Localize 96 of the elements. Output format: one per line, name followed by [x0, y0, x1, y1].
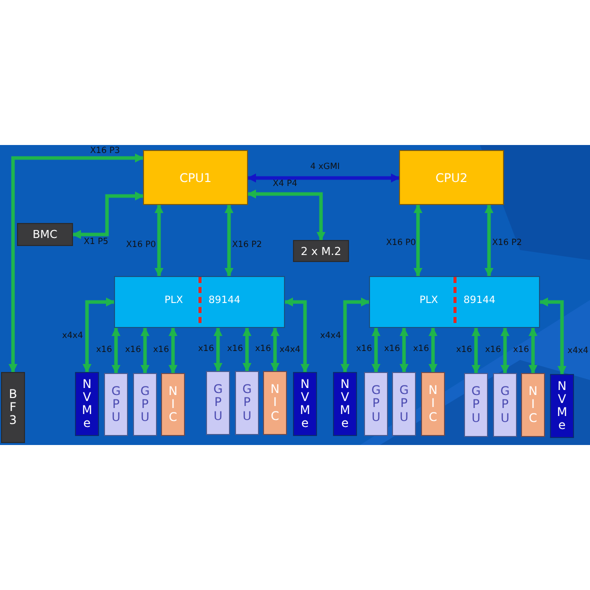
edge-label: x16 [227, 344, 243, 353]
connector-arrow [72, 192, 144, 239]
edge-label: x16 [255, 344, 271, 353]
connector-arrow [528, 327, 538, 374]
edge-label: x16 [456, 346, 472, 354]
node-label: BMC [32, 228, 58, 241]
edge-label: x16 [125, 346, 141, 354]
switch-label: 89144 [208, 295, 240, 306]
nic-box [263, 371, 287, 435]
edge-label: X16 P2 [232, 241, 262, 250]
edge-label: x16 [413, 345, 429, 354]
component-box [17, 223, 73, 246]
node-label: GPU [500, 385, 510, 425]
connector-arrow [242, 327, 252, 372]
node-label: NIC [168, 384, 178, 424]
connector-arrow [112, 327, 120, 374]
edge-label: X1 P5 [84, 238, 108, 246]
switch-box [369, 276, 540, 328]
switch-label: 89144 [464, 295, 496, 306]
edge-label: x16 [356, 345, 372, 354]
edge-label: x16 [384, 345, 400, 354]
switch-label: PLX [164, 295, 183, 306]
nic-box [421, 372, 445, 436]
edge-label: x4x4 [568, 347, 588, 356]
edge-label: x4x4 [280, 346, 300, 354]
nic-box [521, 373, 545, 437]
node-label: NVMe [300, 378, 310, 430]
nvme-box [333, 372, 357, 436]
gpu-box [133, 373, 157, 436]
edge-label: X16 P0 [126, 241, 156, 250]
edge-label: x16 [96, 346, 112, 354]
connector-arrow [500, 327, 510, 374]
connector-arrow [400, 327, 408, 373]
node-label: GPU [470, 385, 482, 425]
gpu-box [206, 371, 230, 435]
connector-arrow [472, 327, 480, 374]
node-label: GPU [370, 384, 382, 424]
connector-arrow [247, 174, 400, 182]
gpu-box [104, 373, 128, 436]
edge-label: X16 P3 [90, 147, 120, 156]
connector-arrow [214, 327, 222, 372]
connector-arrow [154, 204, 164, 277]
edge-label: x16 [198, 344, 214, 353]
edge-label: x16 [485, 346, 501, 354]
gpu-box [392, 372, 416, 436]
node-label: NIC [528, 385, 538, 425]
node-label: GPU [398, 384, 410, 424]
connector-arrow [8, 154, 144, 373]
connector-arrow [168, 327, 178, 374]
edge-label: 4 xGMI [310, 163, 340, 172]
node-label: NVMe [82, 378, 92, 430]
nic-box [161, 373, 185, 436]
node-label: NIC [428, 384, 438, 424]
node-label: CPU2 [435, 170, 468, 184]
gpu-box [235, 371, 259, 435]
node-label: NVMe [556, 380, 568, 432]
node-label: BF3 [8, 388, 18, 428]
connector-arrow [224, 204, 234, 277]
switch-label: PLX [420, 295, 438, 306]
connector-arrow [340, 298, 370, 373]
node-label: NVMe [340, 378, 350, 430]
connector-arrow [428, 327, 438, 373]
connector-arrow [140, 327, 150, 374]
node-label: GPU [242, 383, 252, 423]
edge-label: x16 [153, 346, 169, 354]
node-label: GPU [140, 384, 150, 424]
component-box [1, 372, 25, 443]
connector-arrow [284, 298, 310, 373]
edge-label: X4 P4 [272, 180, 298, 188]
connector-arrow [82, 298, 115, 373]
connector-arrow [247, 190, 326, 241]
node-label: CPU1 [179, 170, 212, 184]
node-label: GPU [110, 384, 122, 424]
cpu-box [143, 150, 248, 205]
node-label: 2 x M.2 [300, 244, 342, 258]
switch-box [114, 276, 285, 328]
node-label: GPU [212, 383, 224, 423]
edge-label: X16 P2 [492, 239, 522, 248]
nvme-box [293, 372, 317, 436]
connector-arrow [372, 327, 380, 373]
component-box [293, 240, 349, 262]
edge-label: x4x4 [320, 332, 341, 340]
edge-label: x16 [513, 346, 529, 354]
nvme-box [75, 372, 99, 436]
connector-arrow [484, 204, 494, 277]
gpu-box [364, 372, 388, 436]
cpu-box [399, 150, 504, 205]
connector-arrow [539, 298, 566, 375]
edge-label: X16 P0 [386, 239, 416, 248]
node-label: NIC [270, 383, 280, 423]
gpu-box [493, 373, 517, 437]
nvme-box [550, 374, 574, 438]
edge-label: x4x4 [62, 332, 83, 340]
connector-arrow [414, 204, 422, 277]
gpu-box [464, 373, 488, 437]
connector-arrow [270, 327, 280, 372]
